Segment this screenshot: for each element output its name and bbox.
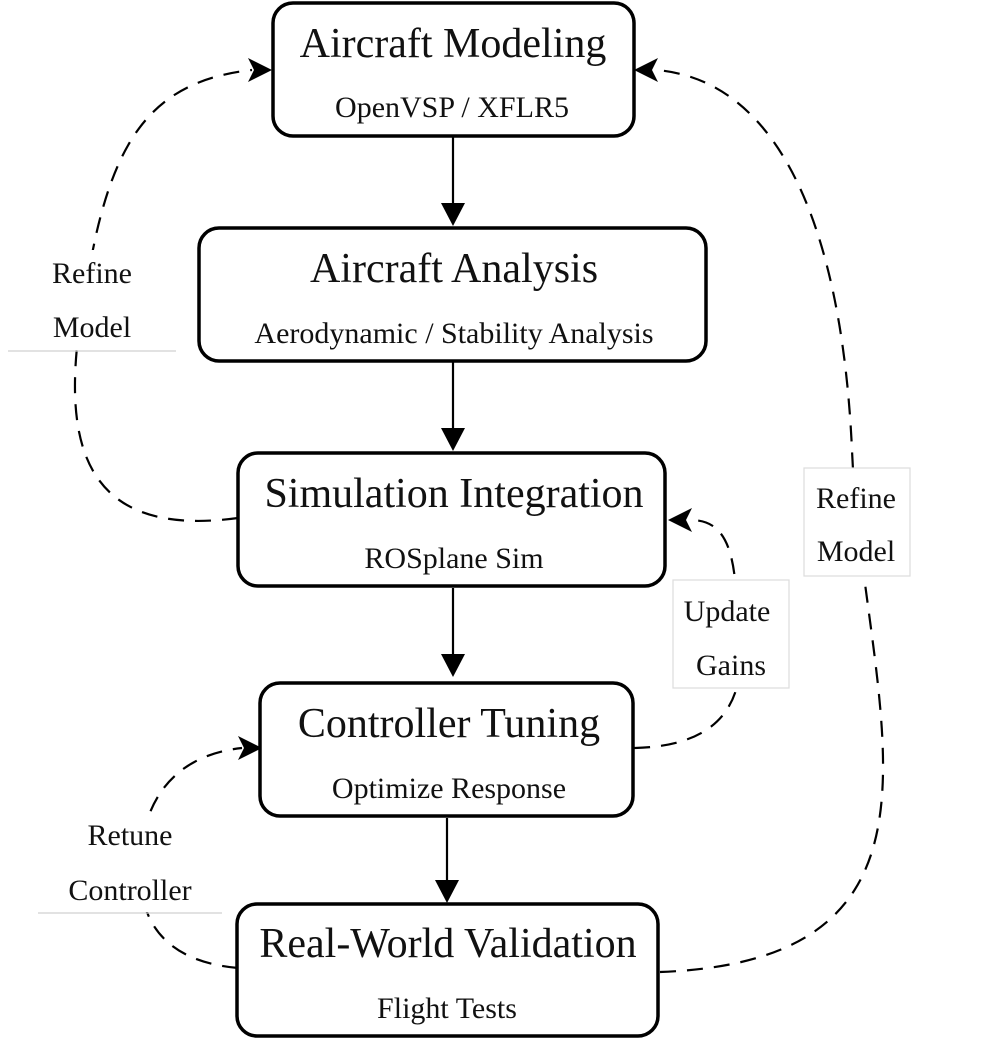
edge-analysis-to-simulation: [441, 362, 465, 451]
edge-label-line1: Retune: [88, 819, 173, 852]
edge-simulation-to-tuning: [441, 588, 465, 677]
node-title: Controller Tuning: [298, 701, 600, 747]
node-subtitle: OpenVSP / XFLR5: [335, 91, 569, 124]
node-title: Simulation Integration: [264, 471, 643, 517]
node-real-world-validation: Real-World Validation Flight Tests: [235, 902, 660, 1038]
process-nodes: Aircraft Modeling OpenVSP / XFLR5 Aircra…: [197, 1, 708, 1038]
edge-tuning-to-validation: [435, 818, 459, 903]
edge-label-refine-model-left: Refine Model: [8, 250, 176, 352]
node-subtitle: Optimize Response: [332, 772, 566, 805]
node-controller-tuning: Controller Tuning Optimize Response: [258, 681, 635, 818]
edge-label-line1: Refine: [52, 257, 132, 290]
edge-label-line1: Refine: [816, 482, 896, 515]
node-title: Aircraft Modeling: [300, 21, 607, 67]
node-title: Aircraft Analysis: [310, 246, 598, 292]
node-subtitle: Flight Tests: [377, 992, 517, 1025]
edge-label-update-gains: Update Gains: [672, 579, 790, 689]
edge-label-line2: Controller: [68, 874, 191, 907]
edge-label-retune-controller: Retune Controller: [38, 812, 222, 914]
node-subtitle: Aerodynamic / Stability Analysis: [254, 317, 653, 350]
node-aircraft-modeling: Aircraft Modeling OpenVSP / XFLR5: [271, 1, 636, 138]
edge-label-line1: Update: [684, 595, 771, 628]
edge-label-line2: Model: [53, 311, 131, 344]
edge-label-line2: Gains: [696, 649, 766, 682]
node-subtitle: ROSplane Sim: [364, 542, 543, 575]
edge-modeling-to-analysis: [441, 137, 465, 226]
forward-edges: [435, 137, 465, 903]
node-title: Real-World Validation: [259, 921, 636, 967]
node-aircraft-analysis: Aircraft Analysis Aerodynamic / Stabilit…: [197, 226, 708, 363]
edge-label-line2: Model: [817, 535, 895, 568]
node-simulation-integration: Simulation Integration ROSplane Sim: [236, 451, 667, 588]
edge-label-refine-model-right: Refine Model: [803, 467, 911, 577]
feedback-edge-retune-controller: [138, 736, 262, 970]
edge-labels: Refine Model Refine Model Update Gains R…: [8, 250, 911, 914]
